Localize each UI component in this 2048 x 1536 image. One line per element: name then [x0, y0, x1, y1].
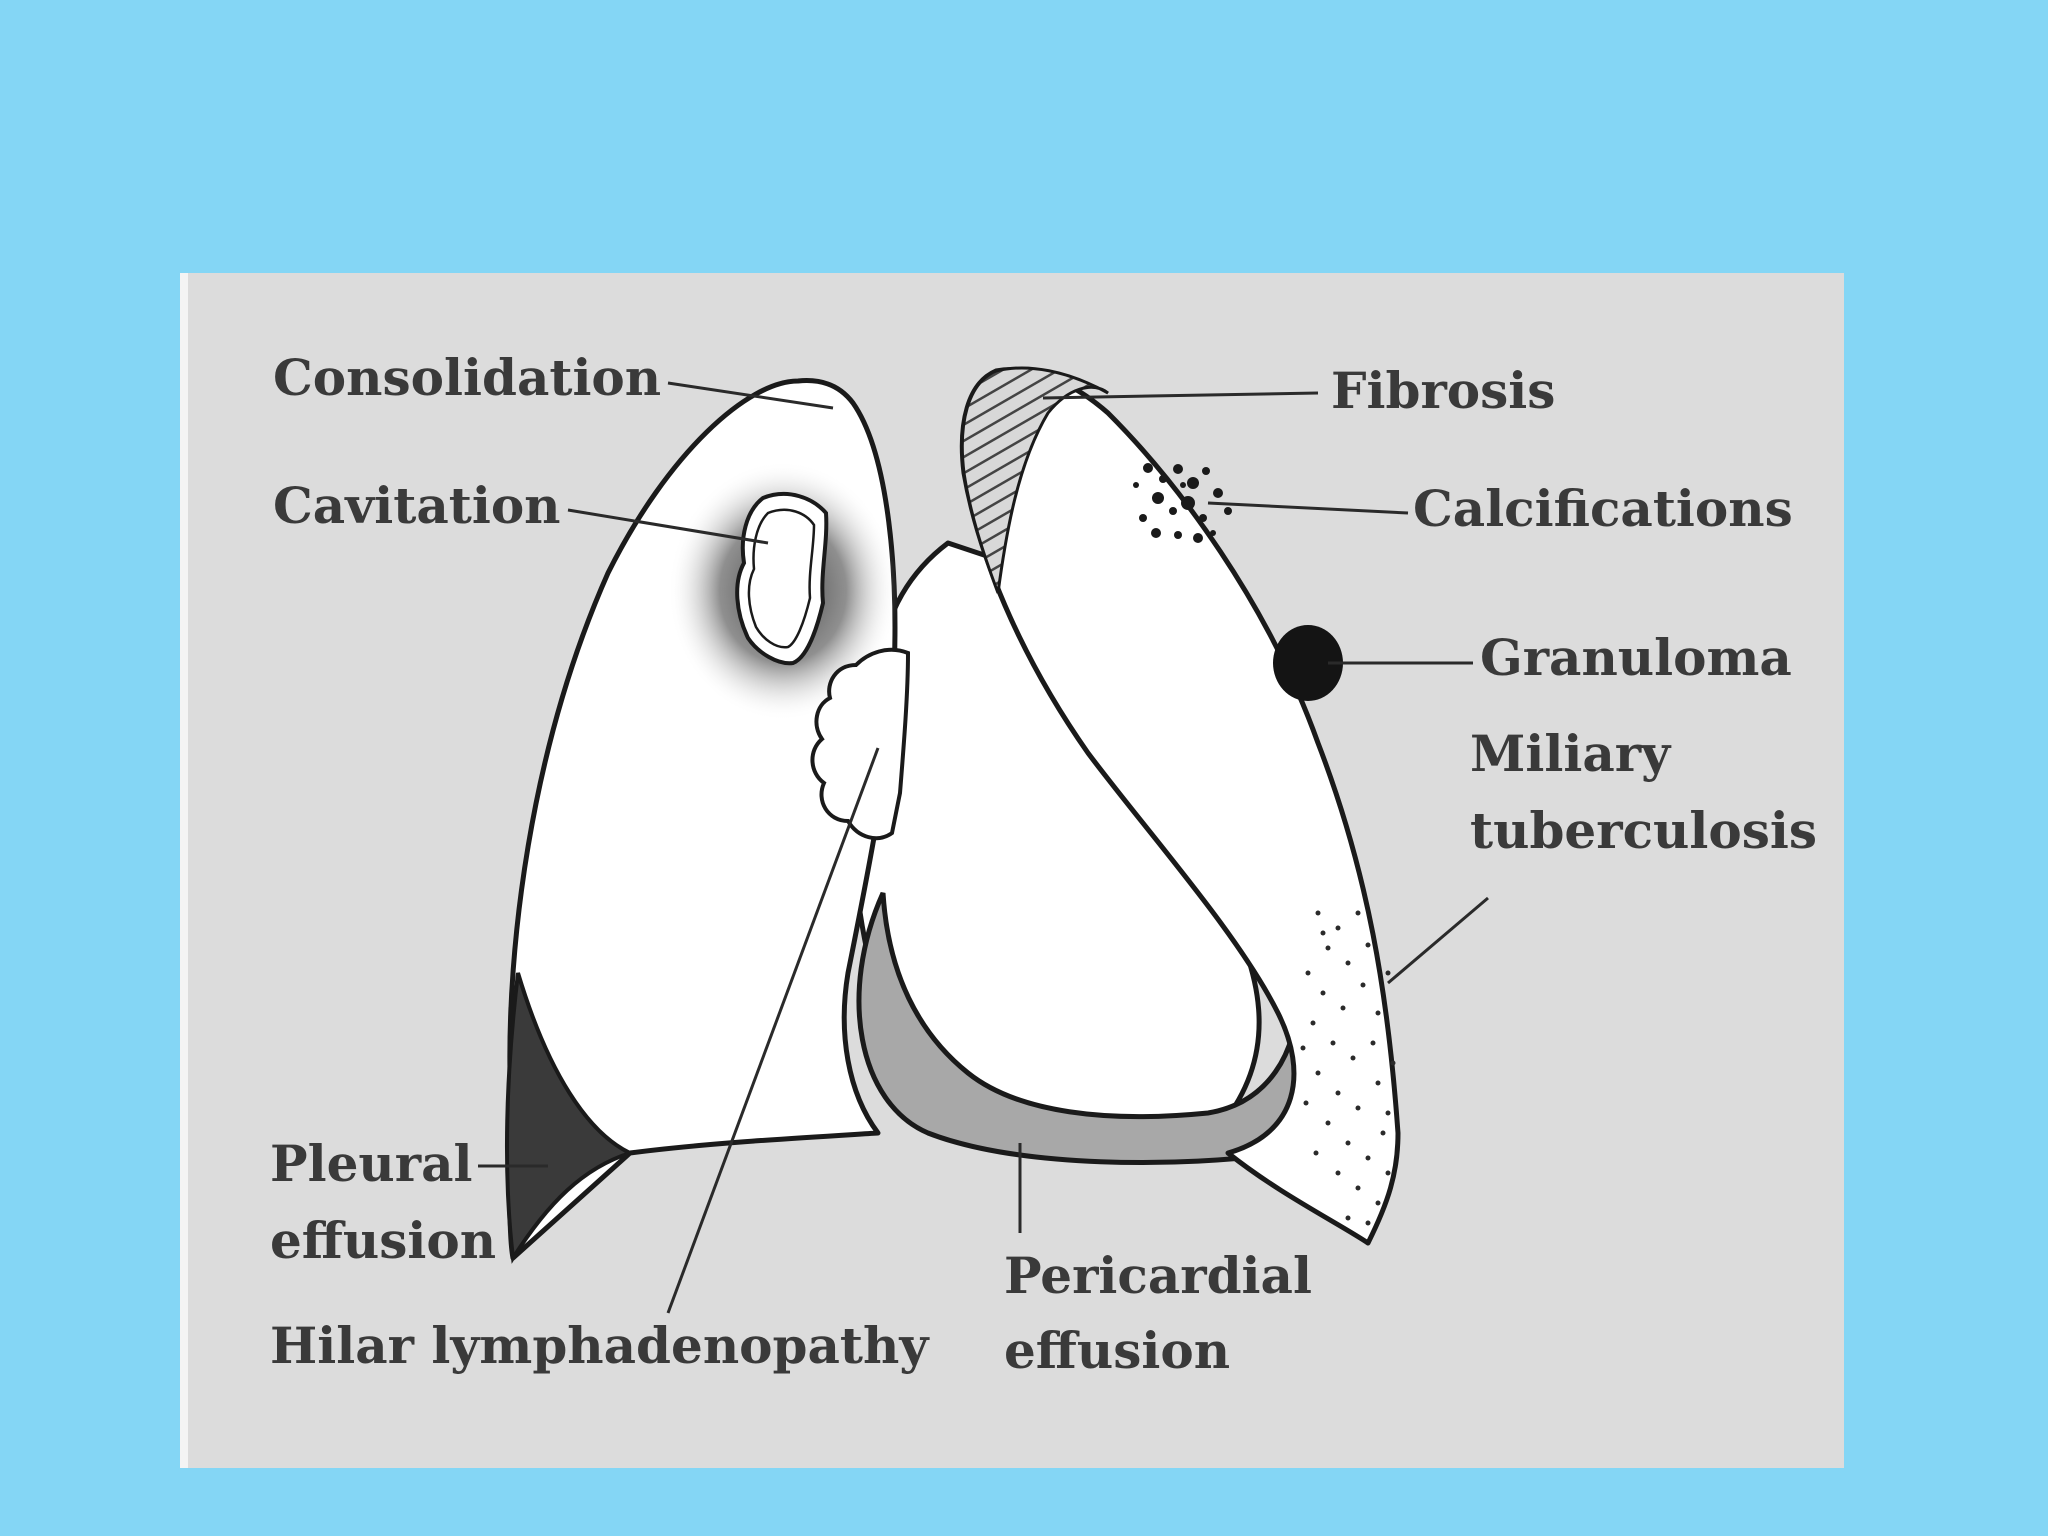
label-hilar-lymphadenopathy: Hilar lymphadenopathy: [270, 1316, 930, 1375]
leader-calcifications: [1207, 501, 1409, 515]
leader-fibrosis: [1042, 391, 1319, 400]
calcifications-cluster: [1133, 463, 1232, 543]
leader-cavitation: [567, 508, 769, 545]
label-pleural-effusion-line2: effusion: [270, 1211, 496, 1270]
granuloma-shape: [1273, 625, 1343, 701]
label-granuloma: Granuloma: [1480, 628, 1792, 687]
left-lung-shape: [959, 367, 1401, 1246]
diagram-panel: Consolidation Cavitation Pleural effusio…: [188, 273, 1844, 1468]
fibrosis-shape: [960, 366, 1109, 594]
label-miliary-line2: tuberculosis: [1470, 801, 1817, 860]
label-pericardial-effusion-line2: effusion: [1004, 1321, 1230, 1380]
leader-consolidation: [667, 381, 834, 410]
leader-miliary: [1387, 896, 1489, 985]
pleural-effusion-shape: [504, 972, 636, 1264]
label-consolidation: Consolidation: [273, 348, 661, 407]
label-calcifications: Calcifications: [1413, 479, 1793, 538]
label-miliary-line1: Miliary: [1470, 724, 1672, 783]
cavitation-inner-wall: [747, 508, 816, 649]
label-fibrosis: Fibrosis: [1331, 361, 1555, 420]
hilar-node-shape: [810, 647, 911, 841]
chest-xray-diagram: Consolidation Cavitation Pleural effusio…: [270, 348, 1817, 1380]
miliary-tuberculosis-stipple: [1300, 910, 1396, 1226]
label-cavitation: Cavitation: [273, 476, 561, 535]
label-pleural-effusion-line1: Pleural: [270, 1134, 473, 1193]
leader-hilar: [666, 747, 880, 1314]
label-pericardial-effusion-line1: Pericardial: [1004, 1246, 1312, 1305]
